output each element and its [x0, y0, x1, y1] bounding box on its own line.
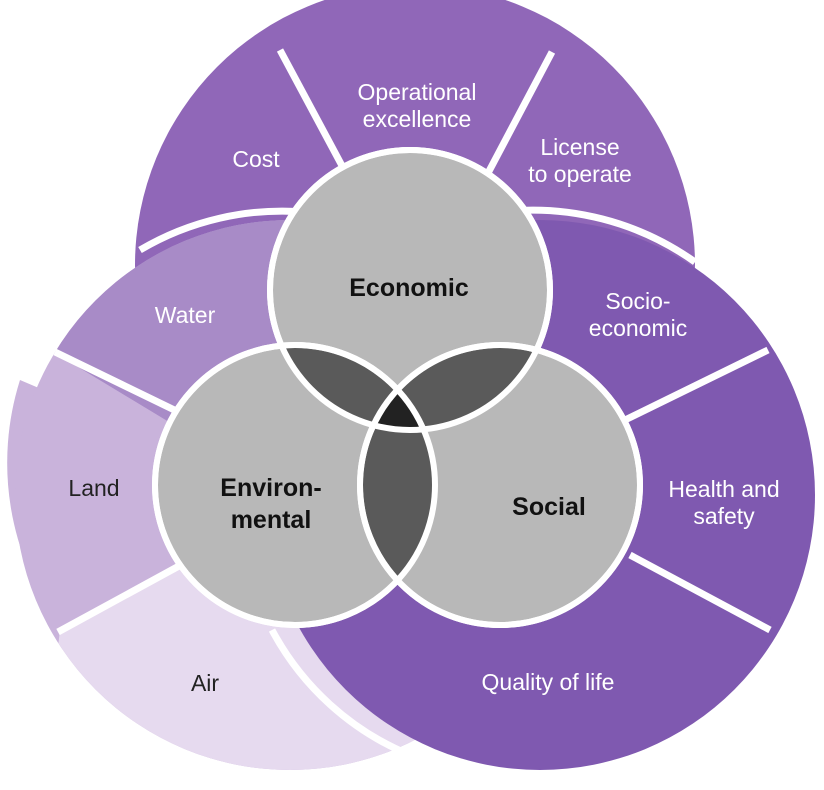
label-water: Water: [155, 302, 216, 328]
label-cost: Cost: [232, 146, 280, 172]
separator-economic-environmental: [138, 207, 306, 254]
label-operational-2: excellence: [363, 106, 472, 132]
label-health-2: safety: [693, 503, 755, 529]
pillar-labels: Economic Environ- mental Social: [220, 274, 586, 534]
label-socio-2: economic: [589, 315, 687, 341]
label-license-2: to operate: [528, 161, 632, 187]
overlap-economic-social-wrap: [363, 348, 550, 430]
separator-environmental-social: [268, 628, 412, 759]
social-outline: [357, 342, 643, 628]
label-air: Air: [191, 670, 219, 696]
separator-socio-health: [623, 346, 770, 424]
economic-outline: [267, 147, 553, 433]
label-socio-1: Socio-: [605, 288, 670, 314]
overlap-economic-environmental: [270, 348, 432, 430]
core-circles: [152, 147, 643, 628]
separator-health-quality: [628, 551, 772, 634]
separator-land-air: [56, 556, 192, 636]
overlap-economic-social: [363, 348, 550, 430]
environmental-outline: [152, 342, 438, 628]
label-license-1: License: [540, 134, 619, 160]
separator-water-land: [53, 348, 197, 424]
label-social: Social: [512, 493, 586, 521]
segment-labels: Cost Operational excellence License to o…: [68, 79, 779, 696]
label-environmental-1: Environ-: [220, 474, 321, 502]
label-land: Land: [68, 475, 119, 501]
separator-operational-license: [474, 50, 556, 194]
overlap-economic-environmental-wrap: [270, 348, 432, 430]
label-environmental-2: mental: [231, 506, 312, 534]
label-quality: Quality of life: [482, 669, 615, 695]
segment-separators: [53, 48, 772, 759]
label-economic: Economic: [349, 274, 469, 302]
label-health-1: Health and: [668, 476, 779, 502]
label-operational-1: Operational: [358, 79, 477, 105]
